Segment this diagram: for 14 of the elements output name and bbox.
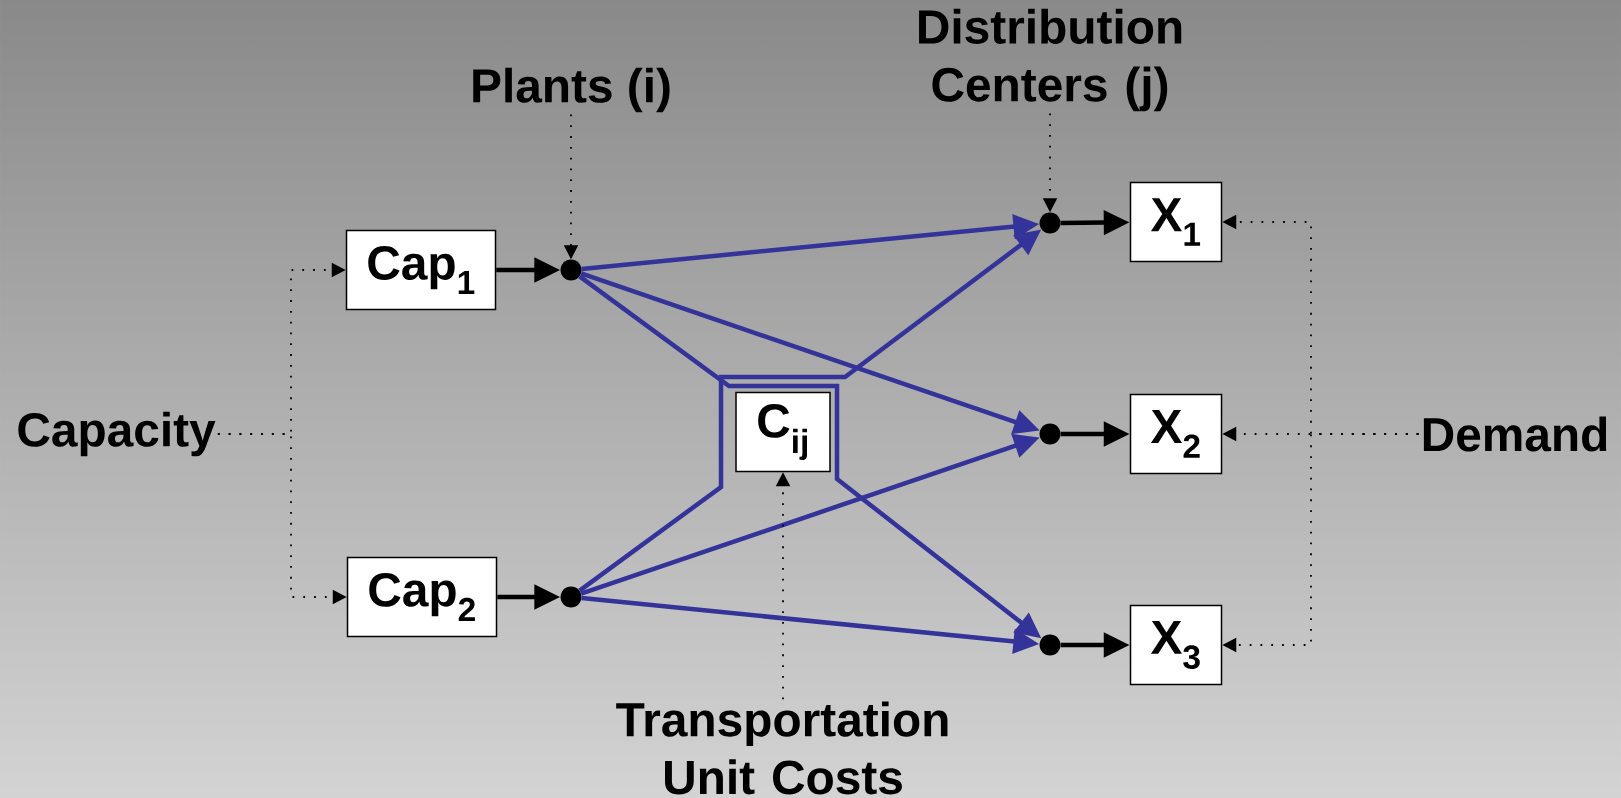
variable-box: X$_{2}$ — [1129, 393, 1223, 475]
junction-dot — [1039, 634, 1061, 656]
annotation-label: Capacity — [18, 411, 216, 457]
annotation-label: Distribution Centers (j) — [919, 8, 1182, 112]
junction-dot — [560, 586, 582, 608]
junction-dot — [1039, 423, 1061, 445]
variable-box: Cap$_{2}$ — [346, 556, 498, 638]
variable-box: X$_{1}$ — [1129, 181, 1223, 263]
annotation-label: Transportation Unit Costs — [616, 701, 948, 795]
annotation-label: Demand — [1423, 416, 1607, 452]
variable-box: Cap$_{1}$ — [345, 229, 497, 311]
variable-box: X$_{3}$ — [1129, 604, 1223, 686]
variable-box: C$_{ij}$ — [735, 391, 831, 473]
annotation-label: Plants (i) — [473, 67, 670, 113]
